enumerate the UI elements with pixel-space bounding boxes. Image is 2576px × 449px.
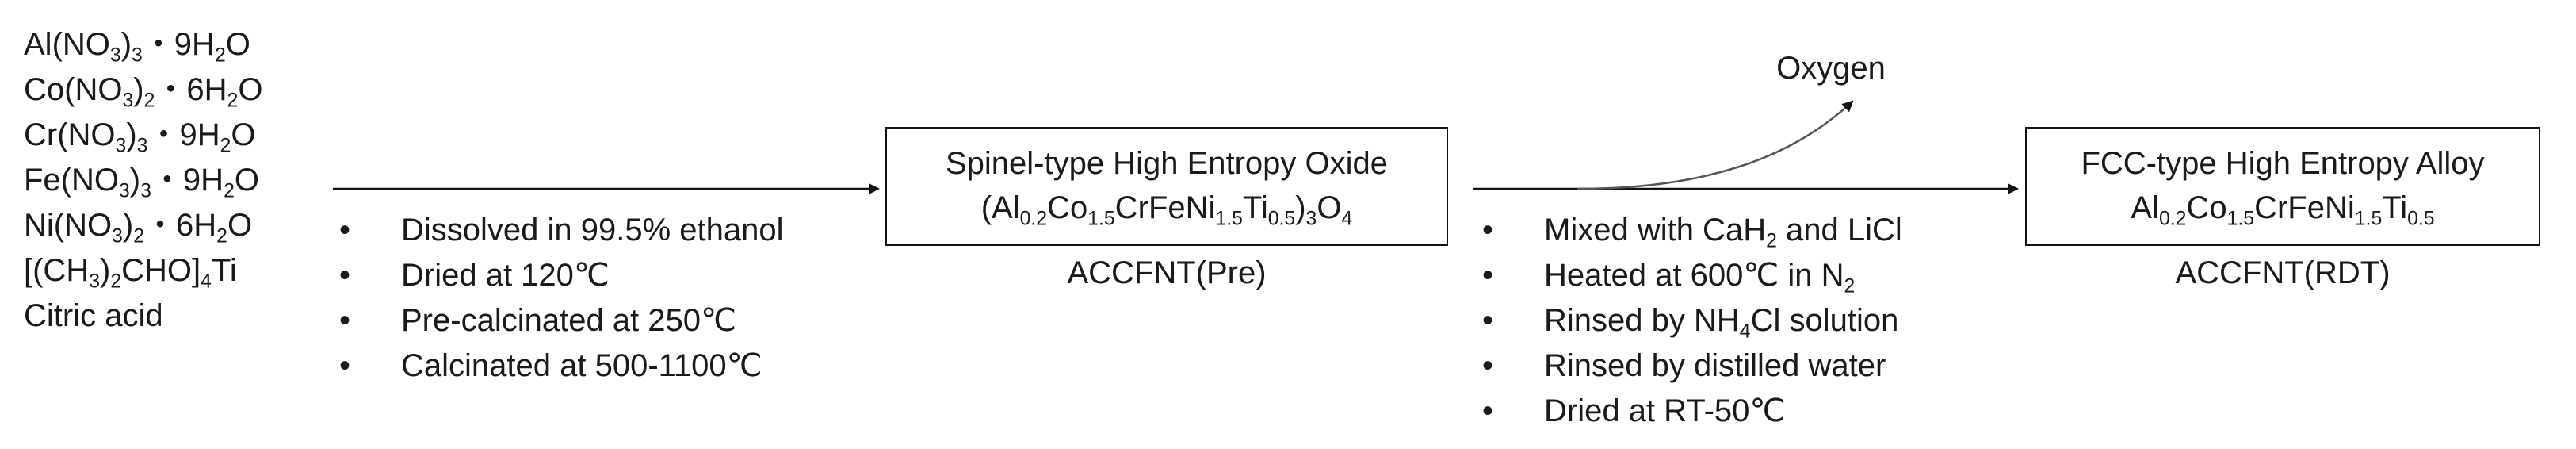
intermediate-title: Spinel-type High Entropy Oxide (945, 146, 1389, 181)
intermediate-formula: (Al0.2Co1.5CrFeNi1.5Ti0.5)3O4 (980, 190, 1353, 230)
arrow-oxygen-release (1577, 100, 1854, 190)
reagent-item: Citric acid (24, 298, 163, 333)
reagent-item: Co(NO3)2・6H2O (24, 72, 263, 112)
reagent-item: Cr(NO3)3・9H2O (24, 117, 256, 157)
reagent-item: Al(NO3)3・9H2O (24, 27, 250, 67)
intermediate-label: ACCFNT(Pre) (1067, 255, 1267, 290)
product-formula: Al0.2Co1.5CrFeNi1.5Ti0.5 (2131, 190, 2435, 230)
product-title: FCC-type High Entropy Alloy (2081, 146, 2485, 181)
reagent-item: Ni(NO3)2・6H2O (24, 208, 253, 248)
reagent-item: [(CH3)2CHO]4Ti (24, 253, 237, 293)
product-label: ACCFNT(RDT) (2175, 255, 2391, 290)
reagent-list: Al(NO3)3・9H2O Co(NO3)2・6H2O Cr(NO3)3・9H2… (24, 22, 262, 339)
product-box: FCC-type High Entropy Alloy Al0.2Co1.5Cr… (2025, 127, 2540, 246)
reagent-item: Fe(NO3)3・9H2O (24, 163, 259, 202)
oxygen-label: Oxygen (1776, 51, 1886, 86)
intermediate-box: Spinel-type High Entropy Oxide (Al0.2Co1… (885, 127, 1448, 246)
